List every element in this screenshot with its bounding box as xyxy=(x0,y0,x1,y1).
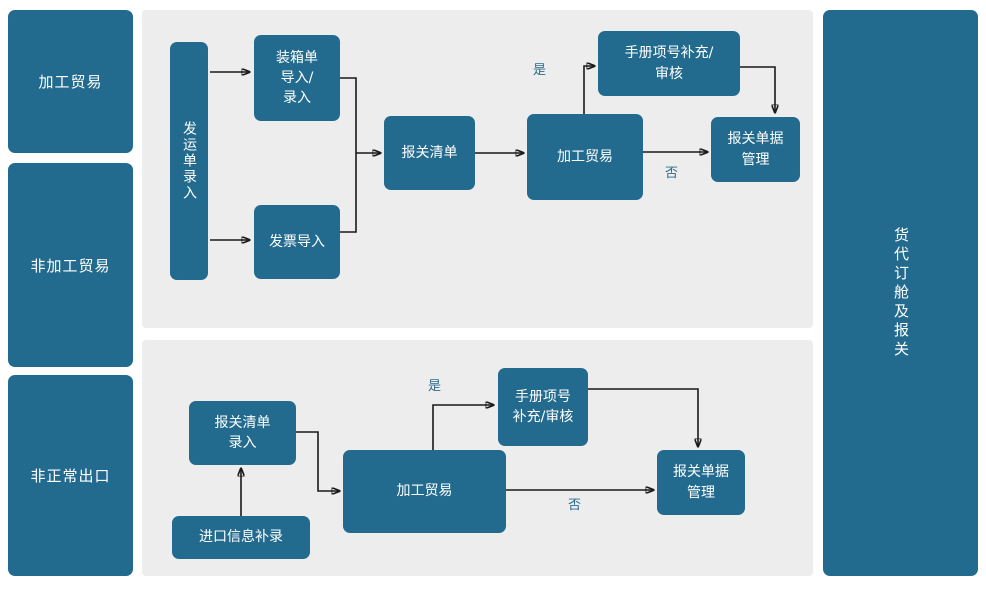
node-label: 报关清单 录入 xyxy=(214,414,271,451)
category-label: 非正常出口 xyxy=(30,467,111,485)
edge-label-no-bottom: 否 xyxy=(568,498,582,513)
node-label: 手册项号补充/ 审核 xyxy=(624,45,714,82)
node-label: 发票导入 xyxy=(269,233,325,250)
node-label: 报关清单 xyxy=(401,144,458,161)
node-customs-list-entry[interactable]: 报关清单 录入 xyxy=(189,401,296,465)
lane-label: 货代订舱及报关 xyxy=(892,226,910,360)
node-packing-list-import[interactable]: 装箱单 导入/ 录入 xyxy=(254,35,340,121)
category-non-processing-trade[interactable]: 非加工贸易 xyxy=(8,163,133,367)
node-label: 进口信息补录 xyxy=(199,529,283,546)
node-label: 报关单据 管理 xyxy=(673,464,729,501)
node-label: 手册项号 补充/审核 xyxy=(512,388,574,425)
node-label: 报关单据 管理 xyxy=(727,131,784,168)
node-shipment-entry[interactable]: 发运单录入 xyxy=(170,42,208,280)
category-processing-trade[interactable]: 加工贸易 xyxy=(8,10,133,153)
node-customs-doc-mgmt[interactable]: 报关单据 管理 xyxy=(711,117,800,182)
node-processing-trade[interactable]: 加工贸易 xyxy=(527,114,643,200)
node-manual-item-review-2[interactable]: 手册项号 补充/审核 xyxy=(498,368,588,446)
node-invoice-import[interactable]: 发票导入 xyxy=(254,205,340,279)
edge-label-no-top: 否 xyxy=(665,166,679,181)
edge-label-yes-top: 是 xyxy=(533,63,547,78)
node-processing-trade-2[interactable]: 加工贸易 xyxy=(343,450,506,533)
node-label: 发运单录入 xyxy=(181,121,197,201)
lane-freight-booking-customs[interactable]: 货代订舱及报关 xyxy=(823,10,978,576)
node-label: 加工贸易 xyxy=(396,483,453,500)
category-label: 加工贸易 xyxy=(38,73,103,91)
node-label: 加工贸易 xyxy=(557,148,613,165)
node-label: 装箱单 导入/ 录入 xyxy=(276,49,318,107)
node-import-info-supplement[interactable]: 进口信息补录 xyxy=(172,516,310,559)
category-abnormal-export[interactable]: 非正常出口 xyxy=(8,375,133,576)
node-customs-doc-mgmt-2[interactable]: 报关单据 管理 xyxy=(657,450,745,515)
category-label: 非加工贸易 xyxy=(30,256,111,275)
node-manual-item-review[interactable]: 手册项号补充/ 审核 xyxy=(598,31,740,96)
edge-label-yes-bottom: 是 xyxy=(428,379,442,394)
node-customs-list[interactable]: 报关清单 xyxy=(384,116,475,190)
